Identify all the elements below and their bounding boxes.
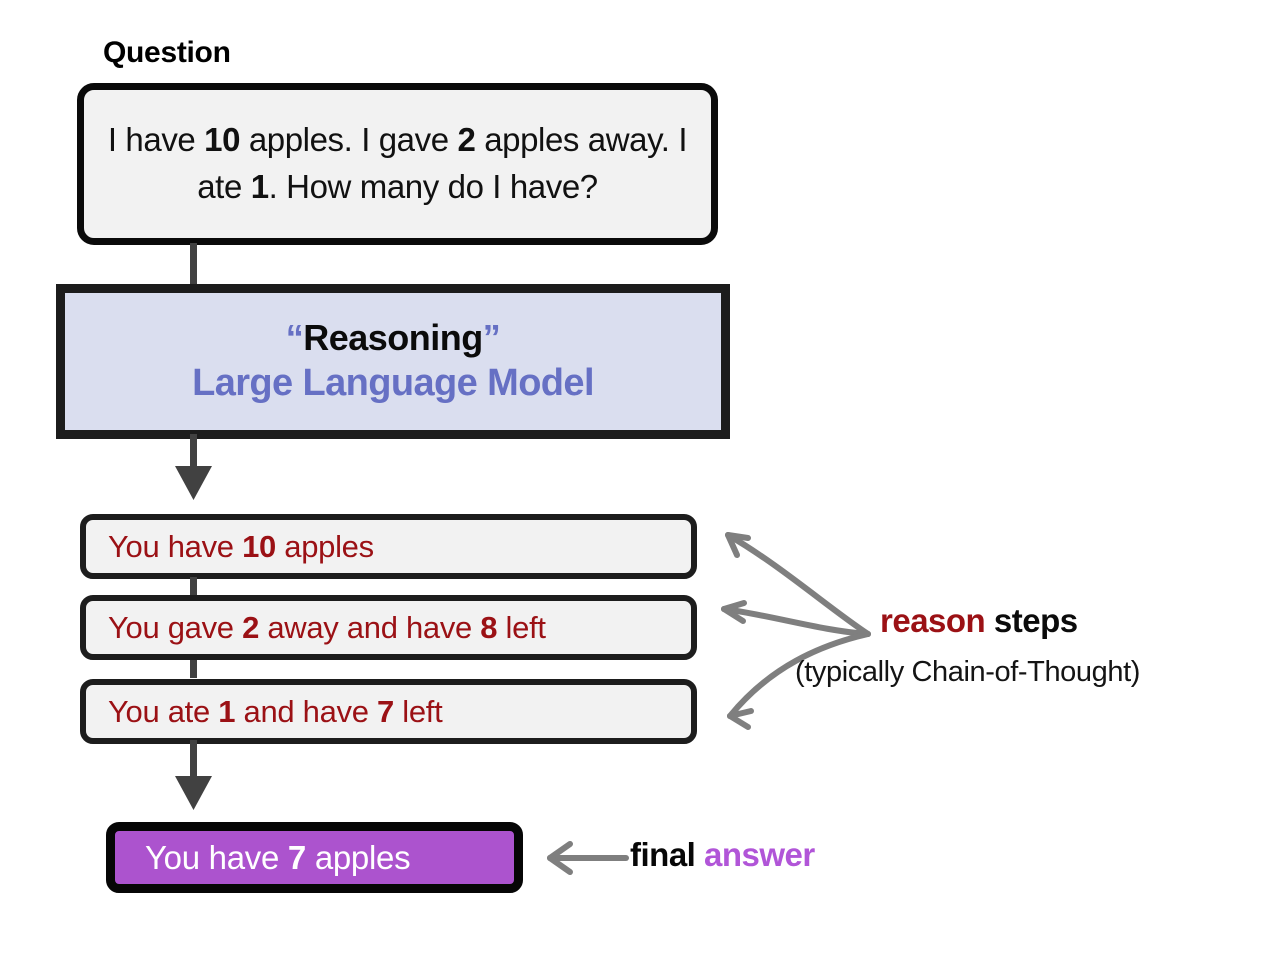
connector-question-to-model [190,243,197,286]
curved-arrow-icon-group-reason-steps [721,532,871,730]
reason-steps-label-rest: steps [985,602,1078,639]
answer-number: 7 [287,839,306,876]
text-segment: away and have [259,610,481,645]
final-answer-label-rest: answer [704,836,815,873]
connector-step-0-to-1 [190,577,197,595]
arrow-left-icon-final-answer [547,841,629,875]
reason-step-box: You ate 1 and have 7 left [80,679,697,744]
text-segment: apples [305,839,411,876]
text-segment: You have [145,839,288,876]
text-segment: left [497,610,546,645]
reason-step-text: You gave 2 away and have 8 left [86,612,546,643]
text-segment: . How many do I have? [268,168,599,205]
open-quote: “ [285,316,304,358]
question-text: I have 10 apples. I gave 2 apples away. … [84,117,711,211]
final-answer-box: You have 7 apples [106,822,523,893]
question-number: 10 [204,121,241,159]
text-segment: You gave [108,610,243,645]
step-number: 1 [218,694,236,729]
reason-step-text: You ate 1 and have 7 left [86,694,443,729]
question-caption: Question [103,36,231,69]
reasoning-llm-box: “Reasoning” Large Language Model [56,284,730,439]
text-segment: and have [235,694,377,729]
text-segment: You have [108,529,243,564]
model-title: “Reasoning” [286,317,501,359]
close-quote: ” [482,316,501,358]
reason-steps-sublabel: (typically Chain-of-Thought) [795,656,1140,688]
arrow-down-icon-steps-to-answer [175,740,212,810]
reason-steps-label: reason steps [880,604,1078,637]
final-answer-label: final answer [630,838,815,871]
question-number: 2 [457,121,476,159]
reason-step-text: You have 10 apples [86,531,374,562]
step-number: 7 [376,694,394,729]
step-number: 8 [480,610,498,645]
text-segment: You ate [108,694,219,729]
model-title-text: Reasoning [303,316,483,358]
reason-step-box: You gave 2 away and have 8 left [80,595,697,660]
arrow-down-icon-model-to-steps [175,434,212,500]
text-segment: apples [275,529,374,564]
text-segment: I have [107,121,205,159]
connector-step-1-to-2 [190,660,197,678]
text-segment: left [393,694,443,729]
text-segment: apples away. I ate [197,121,688,205]
reason-step-box: You have 10 apples [80,514,697,579]
final-answer-label-keyword: final [630,836,696,873]
step-number: 2 [242,610,260,645]
question-number: 1 [250,168,269,205]
reason-steps-label-keyword: reason [880,602,986,639]
final-answer-text: You have 7 apples [115,839,411,876]
question-box: I have 10 apples. I gave 2 apples away. … [77,83,718,245]
step-number: 10 [242,529,276,564]
model-subtitle: Large Language Model [192,362,594,405]
text-segment: apples. I gave [240,121,458,159]
